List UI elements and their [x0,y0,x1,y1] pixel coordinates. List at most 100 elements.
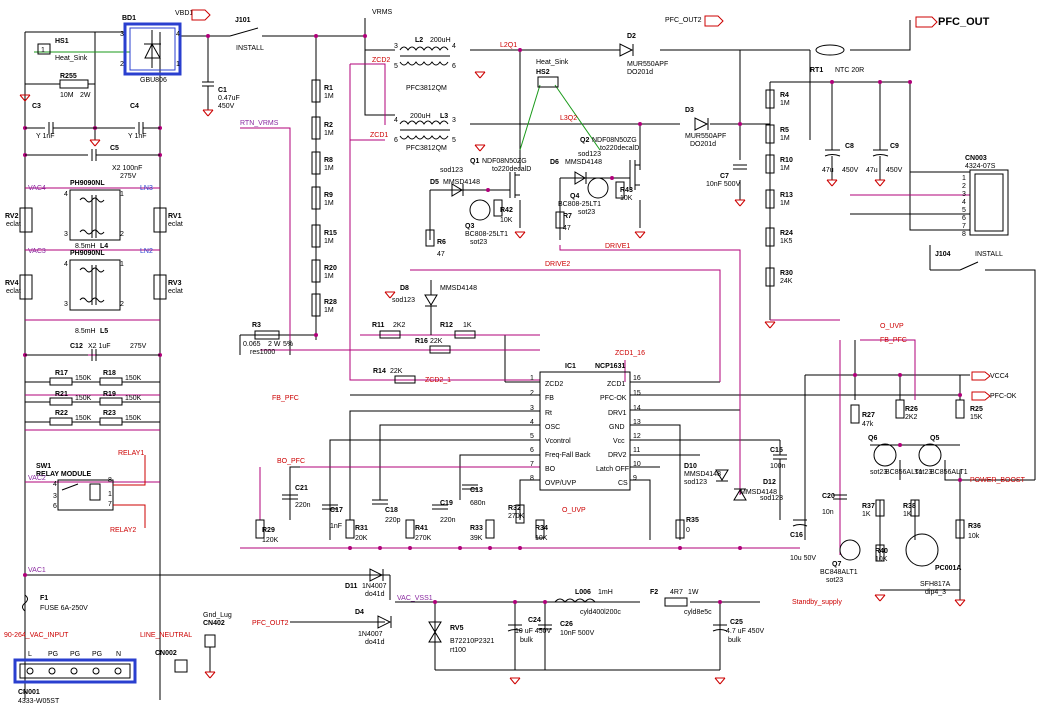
svg-text:150K: 150K [125,375,142,382]
svg-text:15K: 15K [970,414,983,421]
mosfet-q2: Q2 NDF08N50ZG to220decalD [580,137,640,190]
svg-text:R34: R34 [535,525,548,532]
net-zcd1-16: ZCD1_16 [615,350,645,357]
svg-text:0: 0 [686,527,690,534]
svg-text:1M: 1M [324,200,334,207]
svg-text:680n: 680n [470,500,486,507]
svg-text:R4: R4 [780,92,789,99]
c20-value: 10n [822,509,834,516]
svg-text:do41d: do41d [365,639,385,646]
svg-text:OVP/UVP: OVP/UVP [545,480,576,487]
hs1-ref: HS1 [55,38,69,45]
svg-text:270K: 270K [508,513,525,520]
svg-text:Q6: Q6 [868,435,877,442]
svg-text:FB: FB [545,395,554,402]
svg-text:R33: R33 [470,525,483,532]
svg-text:RV3: RV3 [168,280,182,287]
svg-text:3: 3 [394,43,398,50]
svg-text:1: 1 [108,491,112,498]
vbd1-ref: VBD1 [175,10,193,17]
diode-d3: D3 MUR550APF DO201d [685,107,726,148]
svg-text:R41: R41 [415,525,428,532]
diode-d12 [733,489,747,501]
svg-text:N: N [116,651,121,658]
svg-text:220n: 220n [440,517,456,524]
svg-text:9: 9 [633,475,637,482]
svg-text:1: 1 [120,261,124,268]
svg-text:R37: R37 [862,503,875,510]
svg-text:to220decalD: to220decalD [492,166,531,173]
svg-text:1mH: 1mH [598,589,613,596]
svg-text:10nF 500V: 10nF 500V [560,630,595,637]
wires-green [34,51,601,151]
svg-text:R18: R18 [103,370,116,377]
svg-text:PG: PG [70,651,80,658]
d10-part: MMSD4148 [684,471,721,478]
svg-text:R28: R28 [324,299,337,306]
svg-text:D3: D3 [685,107,694,114]
l5-value: 8.5mH [75,328,96,335]
svg-text:Vcontrol: Vcontrol [545,438,571,445]
d8-ref: D8 [400,285,409,292]
d12-ref: D12 [763,479,776,486]
j104-ref: J104 [935,251,951,258]
c4-ref: C4 [130,103,139,110]
net-vac-input: 90-264_VAC_INPUT [4,632,69,639]
svg-text:4.7 uF 450V: 4.7 uF 450V [726,628,764,635]
svg-text:14: 14 [633,405,641,412]
svg-text:5: 5 [530,433,534,440]
c7-symbol [733,164,747,170]
svg-text:R21: R21 [55,391,68,398]
svg-text:cyld400l200c: cyld400l200c [580,609,621,616]
svg-text:1K: 1K [862,511,871,518]
c7-value: 10nF 500V [706,181,741,188]
c1-ref: C1 [218,87,227,94]
svg-text:4: 4 [962,199,966,206]
svg-text:1N4007: 1N4007 [358,631,383,638]
svg-text:R7: R7 [563,213,572,220]
svg-text:RV4: RV4 [5,280,19,287]
net-o-uvp-mid: O_UVP [562,507,586,514]
varistor-rv3: RV3 eclat [153,274,183,300]
svg-text:MMSD4148: MMSD4148 [443,179,480,186]
svg-text:D4: D4 [355,609,364,616]
svg-text:1K5: 1K5 [780,238,793,245]
r3-value: 0.065 [243,341,261,348]
cn402-value: Gnd_Lug [203,612,232,619]
svg-text:PG: PG [92,651,102,658]
svg-text:2: 2 [120,231,124,238]
svg-text:1M: 1M [324,93,334,100]
net-vac1: VAC1 [28,567,46,574]
svg-text:5: 5 [394,63,398,70]
svg-text:R29: R29 [262,527,275,534]
svg-text:CN001: CN001 [18,689,40,696]
svg-text:4R7: 4R7 [670,589,683,596]
svg-text:C21: C21 [295,485,308,492]
hs2-symbol [537,76,559,88]
r12-value: 1K [463,322,472,329]
cn002-ref: CN002 [155,650,177,657]
svg-text:BC848ALT1: BC848ALT1 [820,569,858,576]
svg-text:bulk: bulk [520,637,533,644]
j101-ref: J101 [235,17,251,24]
svg-text:BO: BO [545,466,556,473]
hs1-box [37,43,51,55]
svg-text:7: 7 [962,223,966,230]
c1-v1: 0.47uF [218,95,240,102]
svg-text:R22: R22 [55,410,68,417]
diode-d10 [715,469,729,481]
c7-ref: C7 [720,173,729,180]
svg-text:eclat: eclat [168,288,183,295]
f1-ref: F1 [40,595,48,602]
net-zcd1: ZCD1 [370,132,388,139]
svg-text:C18: C18 [385,507,398,514]
net-rtn-vrms: RTN_VRMS [240,120,279,127]
svg-text:R40: R40 [875,548,888,555]
c9-symbol [872,149,889,180]
r255-rating: 2W [80,92,91,99]
svg-text:10K: 10K [875,556,888,563]
svg-text:L006: L006 [575,589,591,596]
